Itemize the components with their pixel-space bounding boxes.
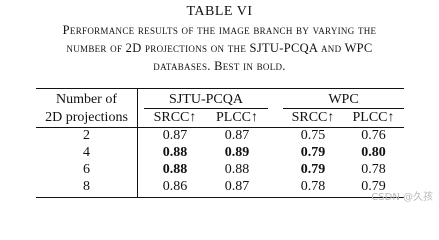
table-cell: 0.88 xyxy=(224,162,250,177)
watermark: CSDN @久孩 xyxy=(371,192,433,203)
table-vertical-rule xyxy=(137,88,138,198)
table-cell: 0.86 xyxy=(162,179,188,194)
table-cell: 0.87 xyxy=(162,128,188,143)
row-header-line-2: 2D projections xyxy=(45,110,128,125)
table-bottom-rule xyxy=(36,197,404,199)
table-row-projections: 6 xyxy=(83,162,90,177)
table-cell: 0.78 xyxy=(361,162,386,177)
column-header-wpc-plcc: PLCC↑ xyxy=(352,110,395,125)
table-row-projections: 2 xyxy=(83,128,90,143)
table-label: TABLE VI xyxy=(186,4,253,19)
table-cell: 0.88 xyxy=(162,162,188,177)
table-cell: 0.87 xyxy=(224,179,250,194)
caption-line-1: Performance results of the image branch … xyxy=(62,23,377,37)
table-cell: 0.88 xyxy=(162,145,188,160)
row-header-line-1: Number of xyxy=(55,92,118,107)
table-cell: 0.78 xyxy=(300,179,326,194)
group-header-sjtu-pcqa: SJTU-PCQA xyxy=(169,92,243,107)
table-row-projections: 4 xyxy=(83,145,90,160)
table-cell: 0.89 xyxy=(224,145,250,160)
caption-line-3: databases. Best in bold. xyxy=(153,59,286,73)
group-underline-wpc xyxy=(283,108,404,109)
table-cell: 0.80 xyxy=(361,145,386,160)
group-header-wpc: WPC xyxy=(328,92,359,107)
table-cell: 0.76 xyxy=(361,128,386,143)
table-header-rule xyxy=(36,127,404,128)
column-header-sjtu-srcc: SRCC↑ xyxy=(153,110,197,125)
table-cell: 0.79 xyxy=(361,179,386,194)
table-cell: 0.87 xyxy=(224,128,250,143)
caption-line-2: number of 2D projections on the SJTU-PCQ… xyxy=(66,41,373,55)
table-cell: 0.75 xyxy=(300,128,326,143)
table-row-projections: 8 xyxy=(83,179,90,194)
table-cell: 0.79 xyxy=(300,162,326,177)
column-header-wpc-srcc: SRCC↑ xyxy=(291,110,335,125)
column-header-sjtu-plcc: PLCC↑ xyxy=(215,110,258,125)
table-top-rule xyxy=(36,88,404,90)
group-underline-sjtu xyxy=(144,108,268,109)
table-cell: 0.79 xyxy=(300,145,326,160)
